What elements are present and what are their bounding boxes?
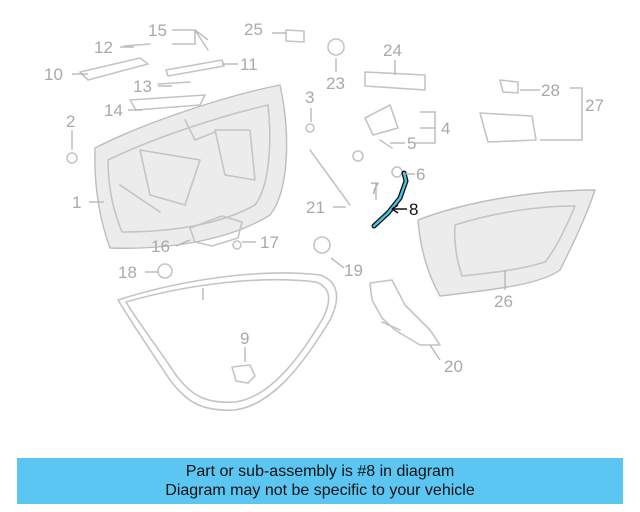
callout-21: 21 (306, 198, 325, 217)
callout-11: 11 (240, 55, 258, 74)
callout-18: 18 (118, 263, 137, 282)
callout-28: 28 (541, 81, 560, 100)
callout-1: 1 (72, 193, 81, 212)
callout-15: 15 (148, 21, 167, 40)
callout-13: 13 (133, 77, 152, 96)
trunk-trim-panel-part (417, 189, 596, 297)
callout-5: 5 (407, 134, 416, 153)
callout-10: 10 (44, 65, 63, 84)
hinge-assembly-part (369, 279, 441, 346)
part-info-banner: Part or sub-assembly is #8 in diagram Di… (17, 458, 623, 504)
callout-6: 6 (416, 165, 425, 184)
callout-19: 19 (344, 261, 363, 280)
garnish-strip-part (79, 29, 225, 111)
callout-25: 25 (244, 20, 263, 39)
callout-12: 12 (94, 38, 113, 57)
gas-strut-part (309, 149, 351, 206)
callout-20: 20 (444, 357, 463, 376)
callout-26: 26 (494, 292, 513, 311)
callout-23: 23 (326, 74, 345, 93)
emblem-part (285, 29, 426, 91)
weatherstrip-seal-part (117, 272, 338, 411)
lock-actuator-part (189, 215, 243, 247)
callout-9: 9 (240, 329, 249, 348)
callout-8: 8 (409, 200, 418, 219)
callout-16: 16 (151, 237, 170, 256)
callout-17: 17 (260, 233, 279, 252)
clip-parts (66, 123, 403, 279)
callout-7: 7 (370, 179, 379, 198)
parts-diagram: 1 2 3 4 5 6 7 8 9 10 11 12 13 14 15 16 1… (44, 20, 604, 411)
callout-3: 3 (305, 88, 314, 107)
callout-14: 14 (104, 101, 123, 120)
trunk-lid-part (94, 84, 288, 249)
callout-24: 24 (383, 41, 402, 60)
light-assembly-part (479, 79, 537, 143)
striker-part (231, 364, 256, 384)
callout-2: 2 (66, 112, 75, 131)
banner-line-2: Diagram may not be specific to your vehi… (165, 482, 475, 499)
callout-4: 4 (441, 119, 450, 138)
callout-27: 27 (585, 96, 604, 115)
banner-line-1: Part or sub-assembly is #8 in diagram (185, 463, 455, 480)
latch-part (364, 104, 399, 149)
highlighted-part-8 (371, 170, 409, 229)
leader-lines (71, 29, 583, 362)
